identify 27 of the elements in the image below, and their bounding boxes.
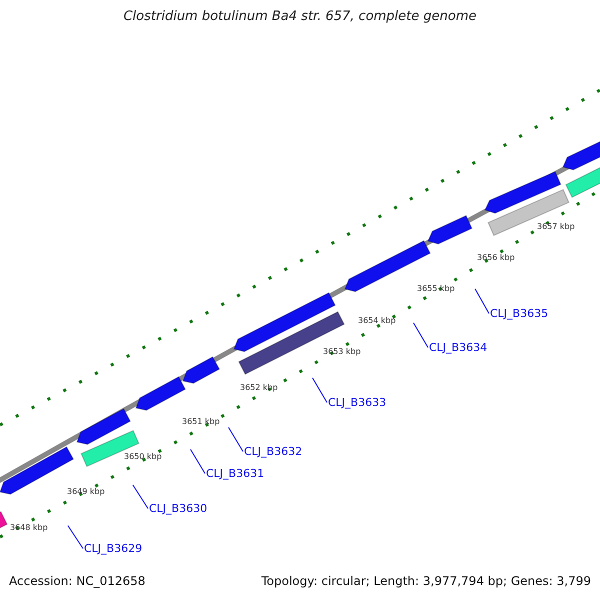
- position-label: 3650 kbp: [124, 453, 162, 461]
- position-label: 3651 kbp: [182, 418, 220, 426]
- leader-line: [312, 377, 328, 403]
- gene-label: CLJ_B3629: [84, 543, 142, 554]
- gene-label: CLJ_B3632: [244, 446, 302, 457]
- genome-summary-text: Topology: circular; Length: 3,977,794 bp; Genes: 3,799: [261, 575, 591, 587]
- position-label: 3652 kbp: [240, 384, 278, 392]
- gene-label: CLJ_B3635: [490, 308, 548, 319]
- position-label: 3656 kbp: [477, 254, 515, 262]
- position-label: 3648 kbp: [10, 524, 48, 532]
- position-label: 3649 kbp: [67, 488, 105, 496]
- position-label: 3655 kbp: [417, 285, 455, 293]
- map-title: Clostridium botulinum Ba4 str. 657, complete genome: [122, 10, 478, 23]
- leader-line: [67, 525, 84, 549]
- position-label: 3657 kbp: [537, 223, 575, 231]
- leader-line: [190, 448, 206, 474]
- leader-line: [132, 484, 148, 509]
- leader-line: [413, 322, 428, 348]
- leader-line: [228, 426, 244, 452]
- position-label: 3654 kbp: [358, 317, 396, 325]
- leader-line: [474, 288, 490, 314]
- position-label: 3653 kbp: [323, 348, 361, 356]
- gene-label: CLJ_B3630: [149, 503, 208, 514]
- gene-label: CLJ_B3633: [328, 397, 386, 408]
- gene-label: CLJ_B3631: [206, 468, 264, 479]
- accession-text: Accession: NC_012658: [9, 575, 146, 587]
- gene-label: CLJ_B3634: [429, 342, 488, 353]
